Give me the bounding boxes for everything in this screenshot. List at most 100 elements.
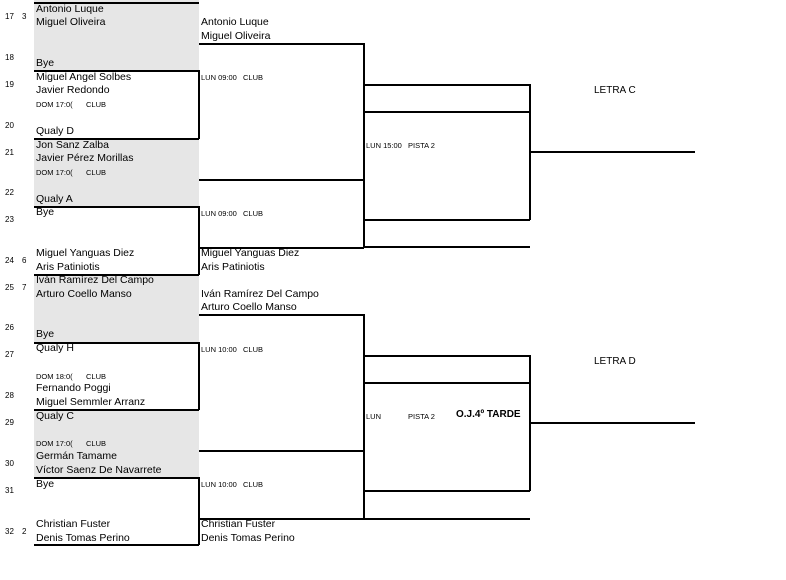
match-time: DOM 17:0( (36, 439, 73, 448)
player-name: Bye (36, 57, 55, 69)
row-number: 27 (5, 350, 14, 359)
player-name: Antonio Luque (36, 3, 104, 15)
match-time: DOM 17:0( (36, 100, 73, 109)
player-name: Arturo Coello Manso (201, 301, 297, 313)
shade-block (34, 138, 199, 206)
row-number: 25 (5, 283, 14, 292)
player-name: Jon Sanz Zalba (36, 139, 109, 151)
row-number: 31 (5, 486, 14, 495)
bracket-line (34, 409, 199, 411)
player-name: Bye (36, 478, 55, 490)
match-time: LUN (366, 412, 382, 421)
player-name: Germán Tamame (36, 450, 117, 462)
player-name: Miguel Yanguas Diez (201, 247, 300, 259)
bracket-line (529, 84, 531, 220)
player-name: Javier Pérez Morillas (36, 152, 134, 164)
bracket-line (34, 477, 199, 479)
bracket-line (199, 43, 364, 45)
match-time: DOM 18:0( (36, 372, 73, 381)
seed-number: 6 (22, 256, 27, 265)
bracket-line (34, 70, 199, 72)
row-number: 23 (5, 215, 14, 224)
match-venue: PISTA 2 (408, 141, 435, 150)
player-name: Miguel Oliveira (201, 30, 271, 42)
bracket-line (198, 70, 200, 139)
player-name: Fernando Poggi (36, 382, 111, 394)
row-number: 26 (5, 323, 14, 332)
player-name: Qualy D (36, 125, 74, 137)
bracket-line (34, 274, 199, 276)
bracket-line (363, 450, 365, 519)
bracket-line (529, 355, 531, 491)
match-venue: CLUB (243, 345, 264, 354)
bracket-line (34, 138, 199, 140)
row-number: 20 (5, 121, 14, 130)
bracket-line (34, 2, 199, 4)
match-venue: CLUB (86, 372, 107, 381)
player-name: Miguel Angel Solbes (36, 71, 132, 83)
player-name: Qualy H (36, 342, 74, 354)
match-time: LUN 09:00 (201, 209, 237, 218)
row-number: 17 (5, 12, 14, 21)
player-name: Miguel Oliveira (36, 16, 106, 28)
match-time: LUN 10:00 (201, 345, 237, 354)
match-venue: PISTA 2 (408, 412, 435, 421)
player-name: Qualy A (36, 193, 73, 205)
match-time: LUN 09:00 (201, 73, 237, 82)
row-number: 30 (5, 459, 14, 468)
bracket-line (34, 206, 199, 208)
bracket-line (364, 382, 530, 384)
player-name: Antonio Luque (201, 16, 269, 28)
player-name: Miguel Yanguas Diez (36, 247, 135, 259)
bracket-line (34, 342, 199, 344)
row-number: 32 (5, 527, 14, 536)
bracket-line (363, 43, 365, 180)
player-name: Arturo Coello Manso (36, 288, 132, 300)
bracket-line (363, 314, 365, 451)
match-venue: CLUB (243, 480, 264, 489)
match-time: LUN 10:00 (201, 480, 237, 489)
player-name: Aris Patiniotis (36, 261, 100, 273)
bracket-line (364, 219, 530, 221)
player-name: Javier Redondo (36, 84, 110, 96)
bracket-line (364, 355, 530, 357)
player-name: Denis Tomas Perino (36, 532, 130, 544)
row-number: 24 (5, 256, 14, 265)
seed-number: 2 (22, 527, 27, 536)
player-name: Iván Ramírez Del Campo (201, 288, 319, 300)
player-name: Bye (36, 328, 55, 340)
bracket-line (364, 84, 530, 86)
match-venue: CLUB (86, 439, 107, 448)
bracket-line (364, 246, 530, 248)
bracket-line (530, 422, 695, 424)
bracket-line (198, 342, 200, 410)
match-venue: CLUB (243, 209, 264, 218)
bracket-line (364, 518, 530, 520)
player-name: Miguel Semmler Arranz (36, 396, 146, 408)
bracket-line (199, 247, 364, 249)
shade-block (34, 0, 199, 70)
player-name: Denis Tomas Perino (201, 532, 295, 544)
final-label: LETRA D (594, 356, 636, 367)
bracket-line (363, 179, 365, 248)
bracket-line (199, 179, 364, 181)
match-venue: CLUB (243, 73, 264, 82)
seed-number: 7 (22, 283, 27, 292)
bracket-line (199, 314, 364, 316)
match-venue: CLUB (86, 168, 107, 177)
bracket-line (364, 490, 530, 492)
bracket-line (34, 544, 199, 546)
bracket-line (364, 111, 530, 113)
bracket-line (199, 518, 364, 520)
player-name: Aris Patiniotis (201, 261, 265, 273)
player-name: Christian Fuster (36, 518, 111, 530)
shade-block (34, 275, 199, 342)
row-number: 29 (5, 418, 14, 427)
row-number: 22 (5, 188, 14, 197)
player-name: Bye (36, 206, 55, 218)
player-name: Qualy C (36, 410, 74, 422)
player-name: Iván Ramírez Del Campo (36, 274, 154, 286)
row-number: 28 (5, 391, 14, 400)
bracket-line (199, 450, 364, 452)
row-number: 19 (5, 80, 14, 89)
